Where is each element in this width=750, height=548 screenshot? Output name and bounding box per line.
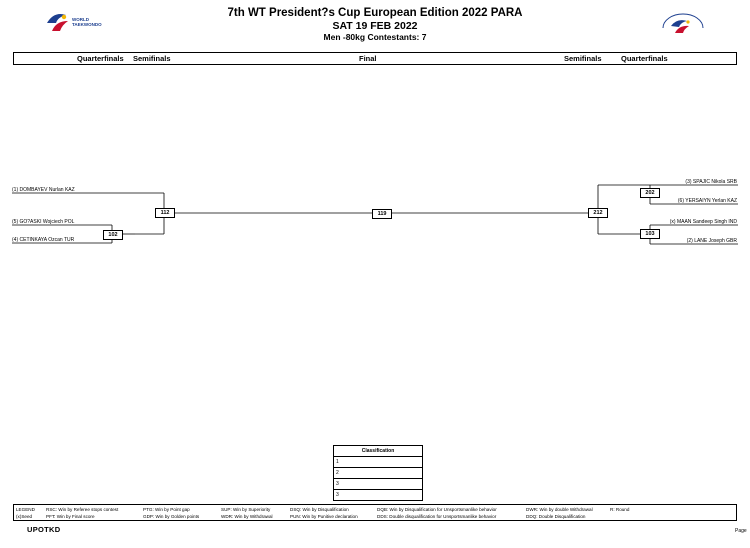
- classification-row: 3: [333, 478, 423, 490]
- classification-row: 3: [333, 489, 423, 501]
- final-label: Final: [359, 54, 377, 63]
- match-box-212: 212: [588, 208, 608, 218]
- legend-round: R: Round: [610, 507, 630, 512]
- player-spajic: (3) SPAJIC Nikola SRB: [685, 179, 737, 185]
- player-yersaiyn: (6) YERSAIYN Yerlan KAZ: [677, 198, 737, 204]
- match-box-103: 103: [640, 229, 660, 239]
- player-goraski: (5) GO?ASKI Wojciech POL: [12, 219, 75, 225]
- legend-pft: PFT: Win by Final score: [46, 514, 95, 519]
- right-quarterfinals-label: Quarterfinals: [621, 54, 668, 63]
- match-box-119: 119: [372, 209, 392, 219]
- category-label: Men -80kg Contestants: 7: [323, 32, 427, 42]
- player-dombayev: (1) DOMBAYEV Nurlan KAZ: [12, 187, 75, 193]
- classification-row: 1: [333, 456, 423, 468]
- legend-dwr: DWR: Win by double Withdrawal: [526, 507, 593, 512]
- player-maan: (x) MAAN Sandeep Singh IND: [669, 219, 737, 225]
- classification-title: Classification: [333, 445, 423, 457]
- legend-wdr: WDR: Win by Withdrawal: [221, 514, 273, 519]
- legend-ddq: DDQ: Double Disqualification: [526, 514, 586, 519]
- legend-dqb: DQB: Win by Disqualification for Unsport…: [377, 507, 497, 512]
- world-taekwondo-logo-left: WORLD TAEKWONDO: [44, 9, 114, 35]
- legend-label: LEGEND: [16, 507, 35, 512]
- legend-box: LEGEND (x)Seed RSC: Win by Referee stops…: [13, 504, 737, 521]
- right-semifinals-label: Semifinals: [564, 54, 602, 63]
- player-cetinkaya: (4) CETINKAYA Ozcan TUR: [12, 237, 75, 243]
- legend-seed: (x)Seed: [16, 514, 33, 519]
- page-label: Page: [735, 528, 747, 534]
- document-header: 7th WT President?s Cup European Edition …: [0, 7, 750, 43]
- round-header-bar: Quarterfinals Semifinals Final Semifinal…: [13, 52, 737, 65]
- match-box-112: 112: [155, 208, 175, 218]
- upotkd-logo: UPOTKD: [27, 525, 61, 534]
- legend-sup: SUP: Win by Superiority: [221, 507, 271, 512]
- event-date: SAT 19 FEB 2022: [332, 20, 418, 32]
- match-box-102: 102: [103, 230, 123, 240]
- left-semifinals-label: Semifinals: [133, 54, 171, 63]
- legend-dds: DDS: Double disqualification for Unsport…: [377, 514, 497, 519]
- match-box-202: 202: [640, 188, 660, 198]
- left-quarterfinals-label: Quarterfinals: [77, 54, 124, 63]
- legend-pun: PUN: Win by Punitive declaration: [290, 514, 358, 519]
- legend-gdp: GDP: Win by Golden points: [143, 514, 200, 519]
- classification-row: 2: [333, 467, 423, 479]
- player-lane: (2) LANE Joseph GBR: [686, 238, 737, 244]
- tournament-title: 7th WT President?s Cup European Edition …: [227, 7, 523, 19]
- logo-left-text: WORLD TAEKWONDO: [72, 17, 102, 27]
- legend-ptg: PTG: Win by Point gap: [143, 507, 190, 512]
- classification-table: Classification 1 2 3 3: [333, 445, 423, 501]
- legend-rsc: RSC: Win by Referee stops contest: [46, 507, 119, 512]
- world-taekwondo-logo-right: [657, 10, 709, 42]
- legend-dsq: DSQ: Win by Disqualification: [290, 507, 349, 512]
